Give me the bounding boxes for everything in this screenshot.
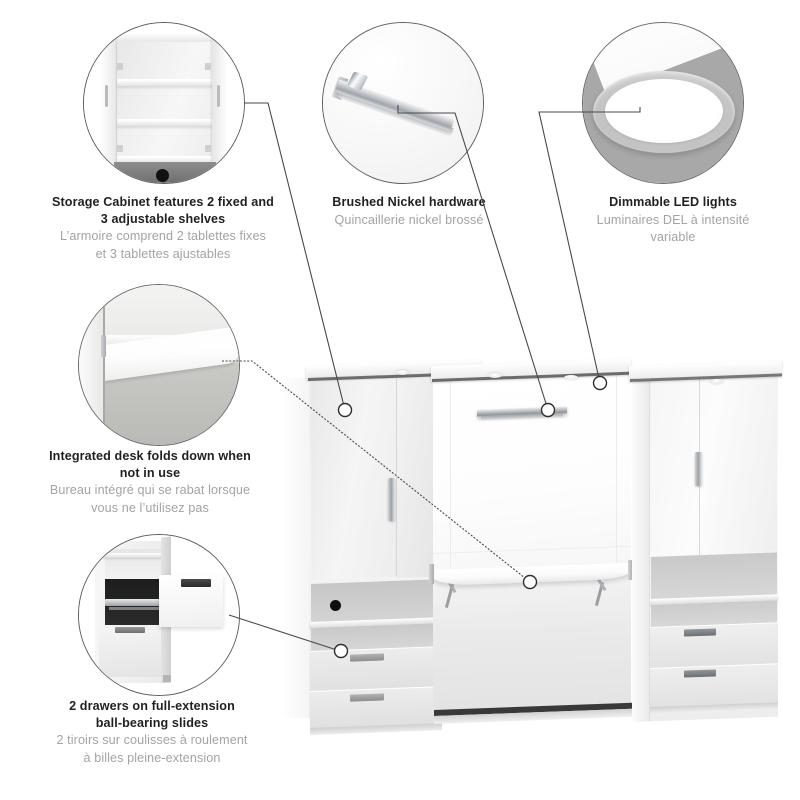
caption-brushed-nickel-hardware: Brushed Nickel hardware Quincaillerie ni…: [296, 194, 522, 228]
caption-storage-cabinet-shelves: Storage Cabinet features 2 fixed and 3 a…: [8, 194, 318, 262]
brushed-nickel-handle-icon[interactable]: [695, 451, 702, 487]
left-cabinet-door[interactable]: [311, 378, 397, 580]
cable-grommet-hole-icon: [330, 600, 341, 611]
drawer-pull-icon[interactable]: [684, 669, 716, 678]
drawer-pull-icon[interactable]: [684, 628, 716, 637]
caption-fr-line1: 2 tiroirs sur coulisses à roulement: [56, 733, 248, 747]
caption-dimmable-led-lights: Dimmable LED lights Luminaires DEL à int…: [556, 194, 790, 246]
caption-integrated-desk: Integrated desk folds down when not in u…: [8, 448, 292, 516]
open-cabinet-with-shelves-icon: [84, 23, 244, 183]
callout-image-brushed-nickel-hardware: [322, 22, 484, 184]
caption-fr-line2: et 3 tablettes ajustables: [95, 246, 231, 261]
callout-image-full-extension-drawers: [78, 534, 240, 696]
caption-en-line1: Integrated desk folds down when: [49, 449, 251, 463]
caption-full-extension-drawers: 2 drawers on full-extension ball-bearing…: [8, 698, 296, 766]
desk-hinge-icon: [429, 563, 434, 585]
led-light-icon: [564, 375, 578, 380]
round-led-puck-light-icon: [583, 23, 743, 183]
drawer-pull-icon[interactable]: [350, 693, 384, 702]
caption-fr-line1: L’armoire comprend 2 tablettes fixes: [60, 229, 266, 243]
caption-en-line1: 2 drawers on full-extension: [69, 699, 235, 713]
callout-image-dimmable-led-lights: [582, 22, 744, 184]
open-drawer-with-ball-bearing-slide-icon: [79, 535, 239, 695]
drawer-pull-icon[interactable]: [350, 653, 384, 662]
caption-en-line1: Dimmable LED lights: [609, 195, 737, 209]
led-light-icon: [710, 379, 723, 384]
caption-fr-line2: à billes pleine-extension: [83, 750, 221, 765]
callout-image-storage-cabinet-shelves: [83, 22, 245, 184]
callout-image-integrated-desk: [78, 284, 240, 446]
led-light-icon: [396, 370, 409, 375]
caption-fr-line2: vous ne l’utilisez pas: [91, 500, 209, 515]
caption-fr-line1: Luminaires DEL à intensité: [596, 212, 750, 227]
caption-fr-line1: Quincaillerie nickel brossé: [334, 212, 484, 227]
caption-en-line1: Brushed Nickel hardware: [332, 195, 486, 209]
caption-en-line1: Storage Cabinet features 2 fixed and: [52, 195, 274, 209]
brushed-nickel-bar-handle-icon: [323, 23, 483, 183]
product-render-murphy-bed-with-cabinets: [280, 348, 782, 738]
caption-en-line2: not in use: [119, 465, 181, 480]
caption-fr-line1: Bureau intégré qui se rabat lorsque: [49, 483, 251, 497]
right-cabinet-door[interactable]: [651, 369, 777, 556]
caption-en-line2: ball-bearing slides: [95, 715, 209, 730]
led-light-icon: [488, 373, 502, 378]
caption-en-line2: 3 adjustable shelves: [100, 211, 226, 226]
brushed-nickel-handle-icon[interactable]: [388, 477, 395, 522]
fold-down-desk-surface-icon: [79, 285, 239, 445]
caption-fr-line2: variable: [650, 230, 696, 244]
